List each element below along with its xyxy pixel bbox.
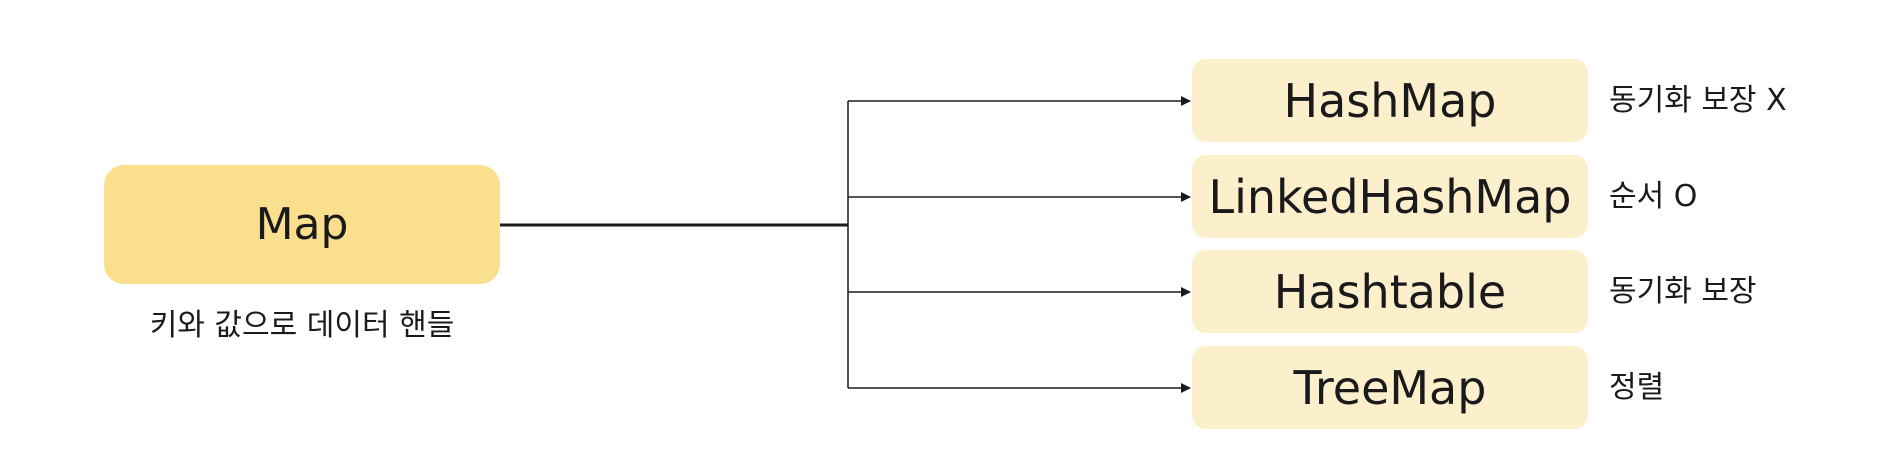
hashmap-node: HashMap: [1192, 59, 1588, 142]
map-node: Map: [104, 165, 500, 284]
hashtable-node: Hashtable: [1192, 250, 1588, 333]
linkedhashmap-node-label: LinkedHashMap: [1208, 169, 1572, 224]
map-node-caption: 키와 값으로 데이터 핸들: [149, 308, 455, 343]
hashmap-note: 동기화 보장 X: [1609, 83, 1787, 118]
map-node-label: Map: [255, 199, 349, 250]
treemap-node: TreeMap: [1192, 346, 1588, 429]
hashtable-note: 동기화 보장: [1609, 274, 1757, 309]
hashtable-node-label: Hashtable: [1273, 264, 1507, 319]
hashmap-node-label: HashMap: [1283, 73, 1497, 128]
treemap-node-label: TreeMap: [1293, 360, 1487, 415]
treemap-note: 정렬: [1609, 370, 1665, 405]
linkedhashmap-note: 순서 O: [1609, 179, 1698, 214]
linkedhashmap-node: LinkedHashMap: [1192, 155, 1588, 238]
